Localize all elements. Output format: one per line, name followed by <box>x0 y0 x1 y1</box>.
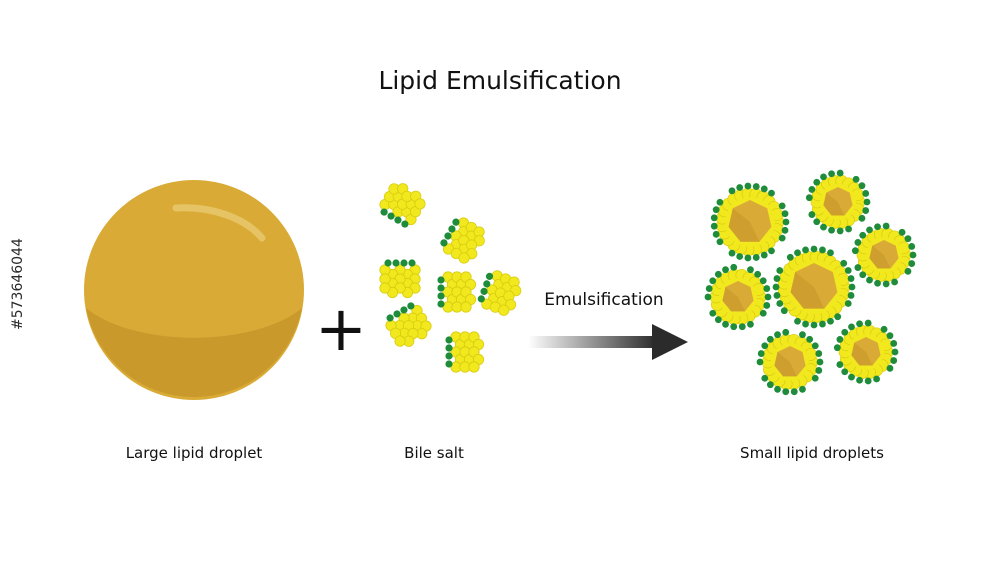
diagram-title: Lipid Emulsification <box>378 66 622 95</box>
bile-salt-label: Bile salt <box>404 444 464 462</box>
emulsification-arrow <box>528 324 688 360</box>
bile-salt-cluster <box>385 302 432 347</box>
small-droplets-label: Small lipid droplets <box>740 444 884 462</box>
small-lipid-droplet <box>833 319 899 385</box>
bile-salt-cluster <box>379 259 421 299</box>
small-lipid-droplet <box>710 182 790 262</box>
arrow-label: Emulsification <box>544 290 664 310</box>
plus-sign: + <box>315 292 367 365</box>
bile-salt-group <box>379 183 522 373</box>
bile-salt-cluster <box>440 217 485 264</box>
small-lipid-droplet <box>756 328 824 396</box>
small-lipid-droplet <box>851 222 917 288</box>
small-lipid-droplet <box>772 245 856 329</box>
bile-salt-cluster <box>437 271 477 313</box>
small-lipid-droplet <box>805 169 871 235</box>
large-lipid-droplet <box>84 180 304 400</box>
bile-salt-cluster <box>445 331 485 373</box>
small-lipid-droplet <box>704 263 772 331</box>
small-droplets-group <box>704 169 917 396</box>
side-code-text: #573646044 <box>10 238 26 330</box>
bile-salt-cluster <box>477 270 522 316</box>
bile-salt-cluster <box>379 183 426 228</box>
large-droplet-label: Large lipid droplet <box>125 444 263 462</box>
